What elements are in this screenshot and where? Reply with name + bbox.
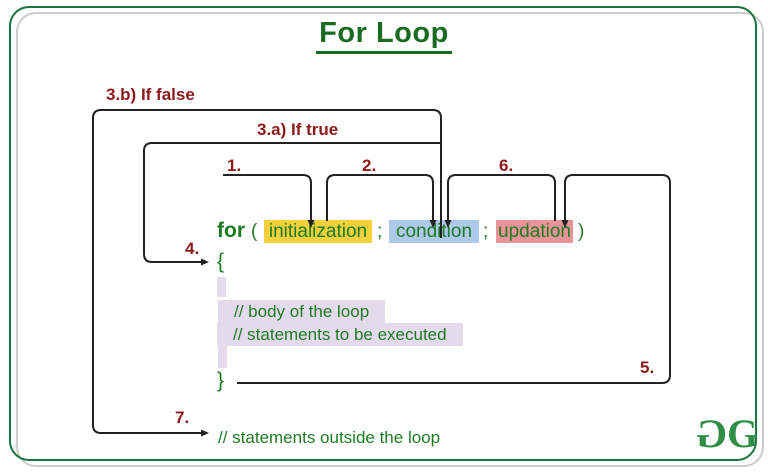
- updation-token: updation: [496, 220, 573, 243]
- condition-token: condition: [389, 220, 479, 243]
- step-label-3b-if-false: 3.b) If false: [106, 85, 195, 104]
- step-label-1: 1.: [227, 156, 242, 175]
- geeksforgeeks-logo: GG: [699, 411, 758, 456]
- statements-comment: // statements to be executed: [217, 323, 463, 346]
- body-highlight-bar-top: [217, 277, 226, 297]
- step-label-3a-if-true: 3.a) If true: [257, 120, 339, 139]
- open-paren: (: [251, 221, 258, 242]
- step-label-2: 2.: [362, 156, 377, 175]
- page-title-text: For Loop: [316, 17, 452, 54]
- step-label-6: 6.: [499, 156, 514, 175]
- outside-comment: // statements outside the loop: [218, 428, 441, 447]
- frame-shadow: [16, 12, 764, 467]
- logo-g-glyph: G: [727, 411, 758, 456]
- close-brace: }: [217, 369, 225, 392]
- body-highlight-bar-bottom: [218, 344, 227, 368]
- initialization-token: initialization: [264, 220, 372, 243]
- logo-g-mirrored-glyph: G: [699, 411, 728, 456]
- step-label-7: 7.: [175, 408, 190, 427]
- semicolon-1: ;: [377, 221, 383, 242]
- step-label-4: 4.: [185, 239, 200, 258]
- open-brace: {: [217, 250, 225, 273]
- for-keyword: for: [217, 219, 245, 242]
- page-title: For Loop: [0, 17, 768, 54]
- step-label-5: 5.: [640, 358, 655, 377]
- frame-border: [9, 6, 757, 461]
- close-paren: ): [578, 221, 585, 242]
- semicolon-2: ;: [483, 221, 489, 242]
- body-comment: // body of the loop: [218, 300, 386, 323]
